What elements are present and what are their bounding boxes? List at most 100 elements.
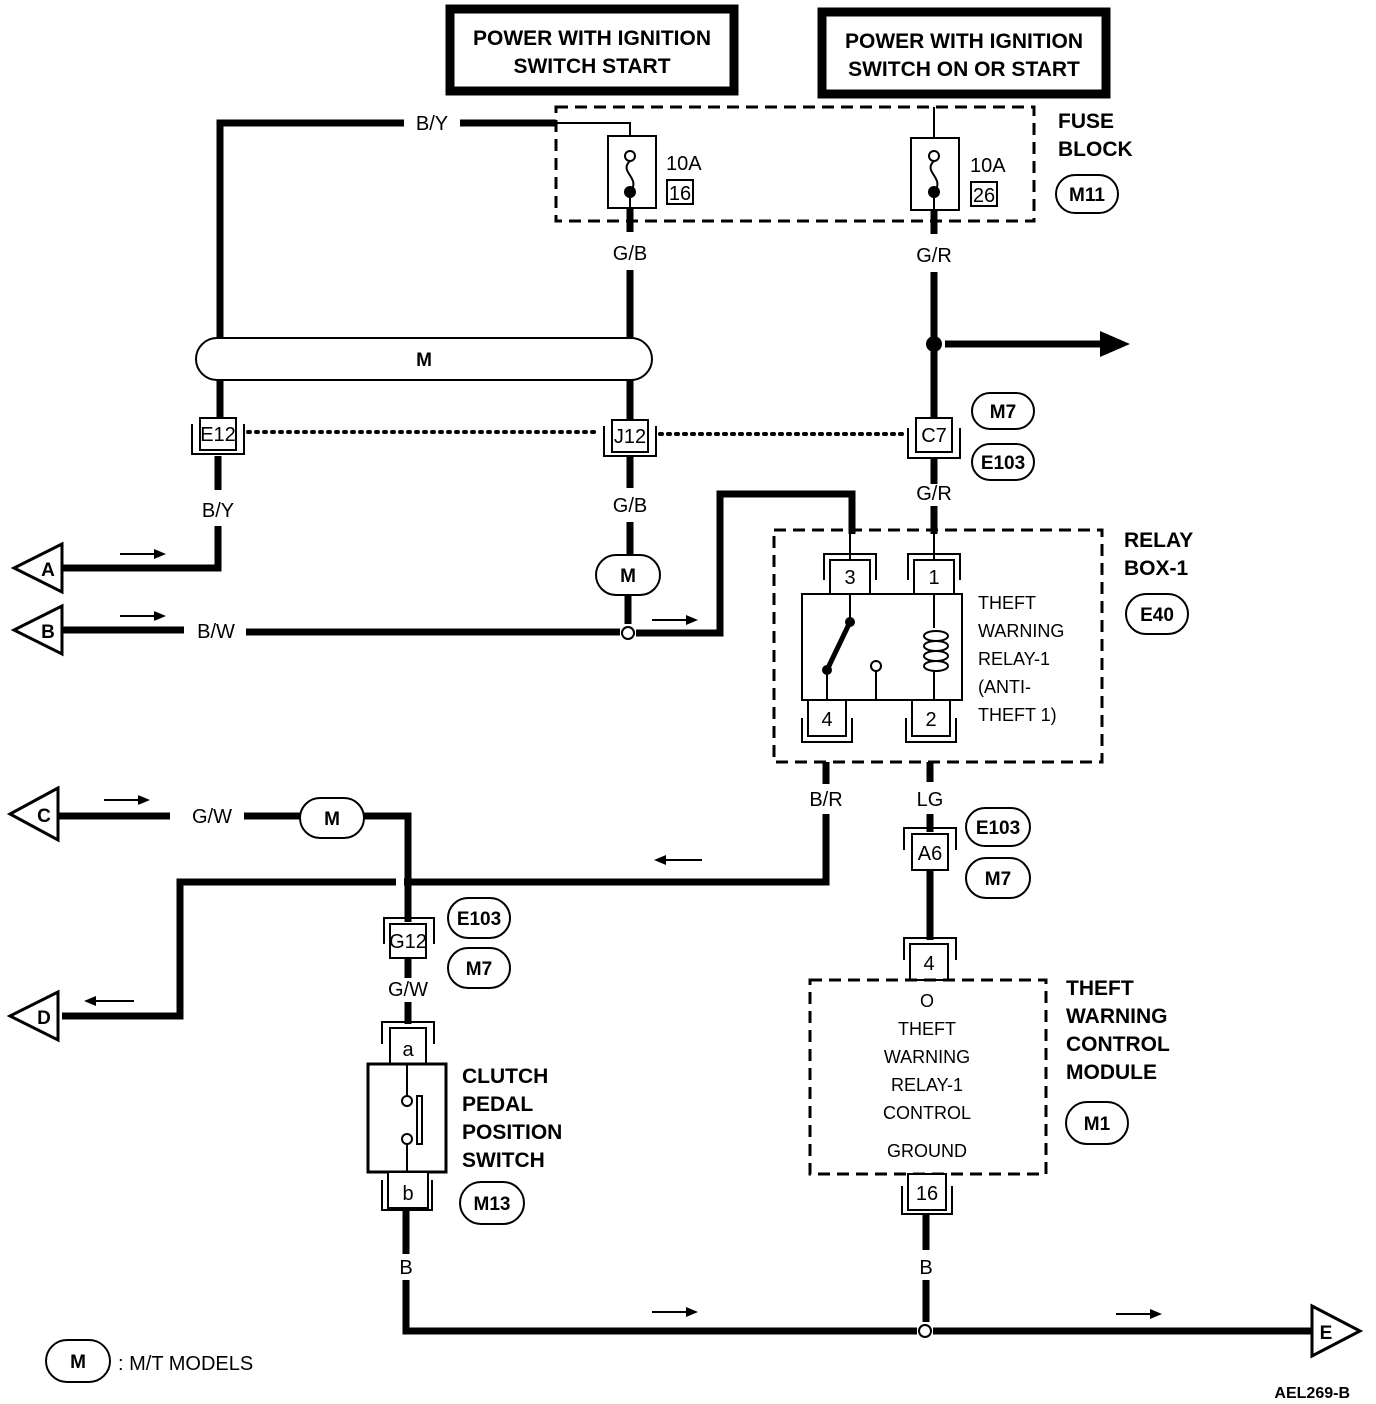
module-pin-4: 4 bbox=[923, 953, 934, 975]
legend-symbol: M bbox=[70, 1352, 86, 1373]
wire-label-gr-top: G/R bbox=[916, 245, 952, 267]
connector-a6-label: A6 bbox=[918, 843, 942, 865]
relay-box: 3 1 4 2 THEFT WARN bbox=[772, 528, 1104, 764]
switch-title-3: POSITION bbox=[462, 1121, 562, 1144]
fuse-block-title-2: BLOCK bbox=[1058, 138, 1133, 161]
wire-label-by-mid: B/Y bbox=[202, 500, 234, 522]
fuse-16: 10A 16 bbox=[607, 135, 702, 209]
off-page-connector-a: A bbox=[10, 541, 64, 595]
connector-a6-ref-2: M7 bbox=[985, 869, 1011, 890]
off-page-connector-a-label: A bbox=[41, 560, 55, 581]
relay-pin-1: 1 bbox=[928, 567, 939, 589]
connector-j12-label: J12 bbox=[614, 426, 646, 448]
module-pin-16: 16 bbox=[916, 1183, 938, 1205]
connector-c7-label: C7 bbox=[921, 425, 947, 447]
flow-arrow-icon bbox=[120, 611, 166, 621]
off-page-connector-d-label: D bbox=[37, 1008, 51, 1029]
splice-point-ground bbox=[918, 1324, 932, 1338]
connector-c7-ref-1: M7 bbox=[990, 402, 1016, 423]
power-box-on-start-line1: POWER WITH IGNITION bbox=[845, 30, 1083, 53]
connector-e12-label: E12 bbox=[200, 424, 236, 446]
module-inner-6: GROUND bbox=[887, 1141, 967, 1161]
power-box-start-line1: POWER WITH IGNITION bbox=[473, 27, 711, 50]
wire-label-bw: B/W bbox=[197, 621, 235, 643]
theft-warning-control-module: 4 O THEFT WARNING RELAY-1 CONTROL GROUND… bbox=[808, 937, 1048, 1215]
mt-model-bar-label: M bbox=[416, 350, 432, 371]
flow-arrow-icon bbox=[1116, 1309, 1162, 1319]
power-box-on-start-line2: SWITCH ON OR START bbox=[848, 58, 1080, 81]
module-title-4: MODULE bbox=[1066, 1061, 1157, 1084]
relay-pin-4: 4 bbox=[821, 709, 832, 731]
flow-arrow-icon bbox=[104, 795, 150, 805]
mt-model-bar: M bbox=[195, 337, 653, 381]
switch-pin-b: b bbox=[402, 1183, 413, 1205]
module-title-2: WARNING bbox=[1066, 1005, 1168, 1028]
flow-arrow-icon bbox=[652, 1307, 698, 1317]
wire-label-gw-left: G/W bbox=[192, 806, 232, 828]
fuse-26: 10A 26 bbox=[910, 137, 1006, 211]
connector-c7: C7 bbox=[907, 417, 961, 459]
connector-g12-ref-2: M7 bbox=[466, 959, 492, 980]
wire-label-gr-mid: G/R bbox=[916, 483, 952, 505]
switch-connector: M13 bbox=[474, 1194, 511, 1215]
off-page-connector-c-label: C bbox=[37, 806, 51, 827]
switch-title-4: SWITCH bbox=[462, 1149, 545, 1172]
flow-arrow-icon bbox=[120, 549, 166, 559]
wire-label-br: B/R bbox=[809, 789, 842, 811]
wire-label-lg: LG bbox=[917, 789, 944, 811]
fuse-block: 10A 16 10A 26 FUSE BLOCK M11 bbox=[554, 105, 1133, 223]
fuse-26-rating: 10A bbox=[970, 155, 1006, 177]
fuse-16-rating: 10A bbox=[666, 153, 702, 175]
relay-desc-3: RELAY-1 bbox=[978, 649, 1050, 669]
module-inner-4: RELAY-1 bbox=[891, 1075, 963, 1095]
switch-title-1: CLUTCH bbox=[462, 1065, 548, 1088]
off-page-connector-d: D bbox=[6, 989, 60, 1043]
relay-desc-2: WARNING bbox=[978, 621, 1064, 641]
clutch-pedal-position-switch: a b bbox=[366, 1021, 448, 1211]
connector-c7-ref-2: E103 bbox=[981, 453, 1025, 474]
figure-id: AEL269-B bbox=[1274, 1385, 1350, 1402]
module-title-3: CONTROL bbox=[1066, 1033, 1170, 1056]
wire-label-b-right: B bbox=[919, 1257, 932, 1279]
connector-a6-ref-1: E103 bbox=[976, 818, 1020, 839]
relay-pin-3: 3 bbox=[844, 567, 855, 589]
legend-text: : M/T MODELS bbox=[118, 1353, 253, 1375]
connector-g12-ref-1: E103 bbox=[457, 909, 501, 930]
continuation-arrow-icon bbox=[1100, 331, 1130, 357]
model-marker-gb: M bbox=[620, 566, 636, 587]
power-box-start-line2: SWITCH START bbox=[513, 55, 670, 78]
flow-arrow-icon bbox=[652, 615, 698, 625]
flow-arrow-icon bbox=[84, 996, 134, 1006]
off-page-connector-b: B bbox=[10, 603, 64, 657]
fuse-26-number: 26 bbox=[973, 185, 995, 207]
wire-label-gw-mid: G/W bbox=[388, 979, 428, 1001]
relay-desc-1: THEFT bbox=[978, 593, 1036, 613]
module-inner-5: CONTROL bbox=[883, 1103, 971, 1123]
fuse-16-number: 16 bbox=[669, 183, 691, 205]
module-title-1: THEFT bbox=[1066, 977, 1134, 1000]
wire-label-b-left: B bbox=[399, 1257, 412, 1279]
fuse-block-title-1: FUSE bbox=[1058, 110, 1114, 133]
module-connector: M1 bbox=[1084, 1114, 1111, 1135]
relay-box-title-2: BOX-1 bbox=[1124, 557, 1189, 580]
switch-pin-a: a bbox=[402, 1039, 414, 1061]
power-box-start: POWER WITH IGNITION SWITCH START bbox=[445, 4, 739, 96]
connector-e12: E12 bbox=[191, 417, 245, 455]
connector-g12-label: G12 bbox=[389, 931, 427, 953]
wire-label-gb-top: G/B bbox=[613, 243, 647, 265]
connector-j12: J12 bbox=[603, 419, 657, 457]
legend: M : M/T MODELS bbox=[45, 1339, 253, 1383]
connector-a6: A6 bbox=[903, 827, 957, 871]
wire-label-by-top: B/Y bbox=[416, 113, 448, 135]
flow-arrow-icon bbox=[654, 855, 702, 865]
relay-pin-2: 2 bbox=[925, 709, 936, 731]
power-box-on-start: POWER WITH IGNITION SWITCH ON OR START bbox=[817, 7, 1111, 99]
switch-title-2: PEDAL bbox=[462, 1093, 533, 1116]
module-inner-1: O bbox=[920, 991, 934, 1011]
relay-box-title-1: RELAY bbox=[1124, 529, 1193, 552]
relay-box-connector: E40 bbox=[1140, 605, 1174, 626]
model-marker-gw: M bbox=[324, 809, 340, 830]
off-page-connector-c: C bbox=[6, 785, 60, 843]
relay-desc-5: THEFT 1) bbox=[978, 705, 1057, 725]
